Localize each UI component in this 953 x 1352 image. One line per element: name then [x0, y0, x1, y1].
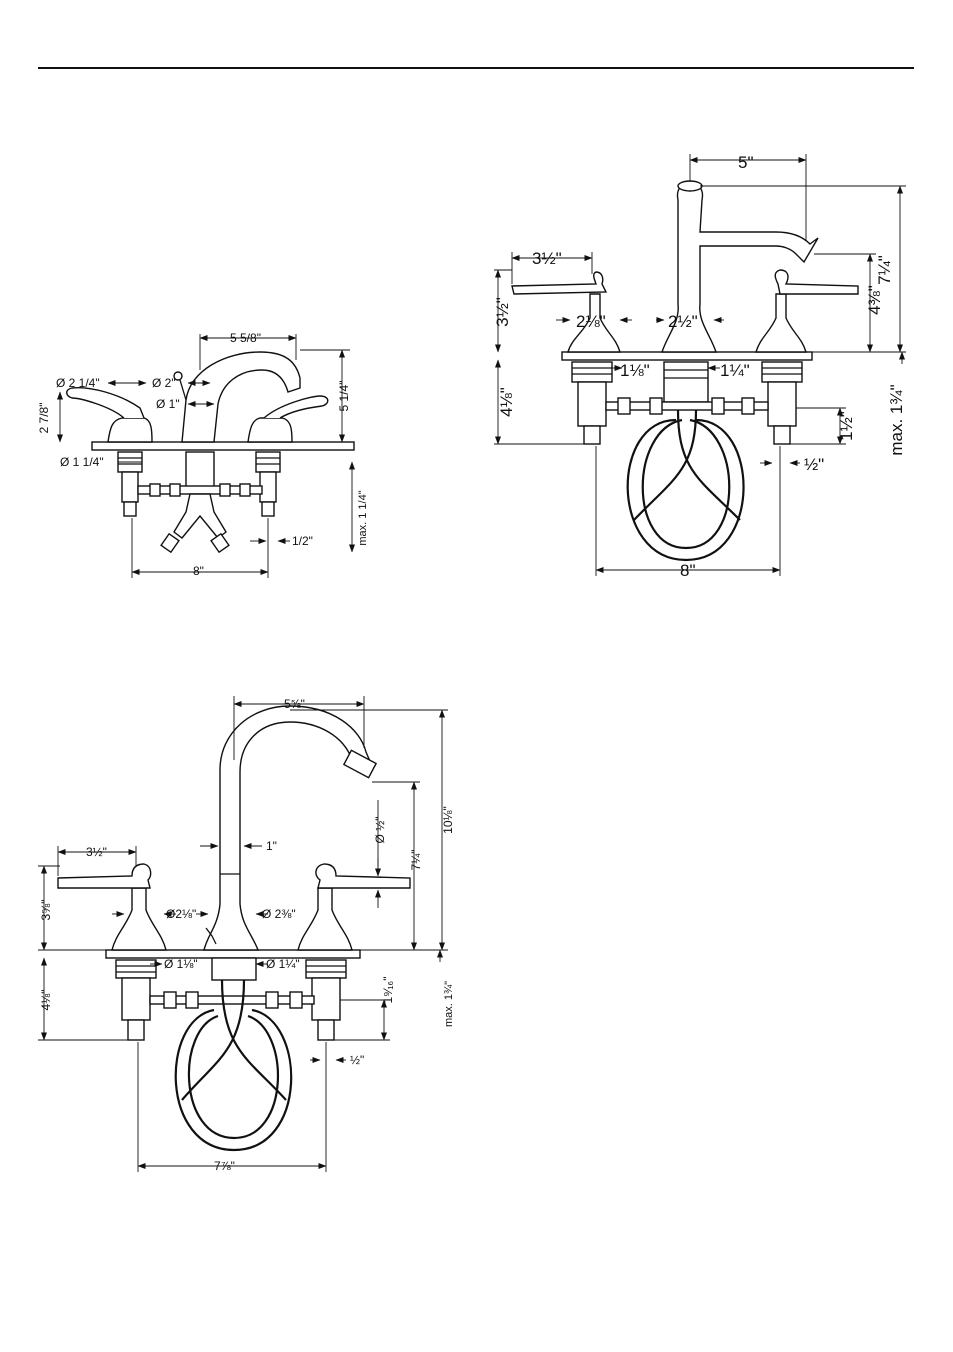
fig1-d-spout-neck: Ø 1": [156, 397, 180, 411]
fig1-spout-height: 5 1/4": [337, 381, 351, 412]
fig2-thread-len: ½": [804, 455, 824, 474]
fig3-aerator-d: Ø ½": [373, 817, 387, 844]
fig1-max-deck: max. 1 1/4": [357, 490, 369, 545]
fig3-outlet-height: 7¼": [409, 850, 423, 871]
deck-plate: [92, 442, 354, 450]
fig2-spout-reach: 5": [738, 153, 754, 172]
fig3-d-shank-spout: Ø 1¼": [266, 957, 300, 971]
fig2-outlet-height: 4⅜": [865, 285, 884, 315]
fig3-thread-len: ½": [350, 1053, 364, 1067]
fig3-max-deck: max. 1¾": [443, 981, 455, 1027]
fig1-d-shank: Ø 1 1/4": [60, 455, 104, 469]
fig3-handle-reach: 3½": [86, 845, 107, 859]
fig3-spout-reach: 5⅝": [284, 697, 305, 711]
fig3-d-spout: Ø 2⅜": [262, 907, 296, 921]
fig2-connection-len: 1½": [837, 411, 856, 441]
fig2-d-handle: 2⅛": [576, 312, 606, 331]
fig1-shank-len: 1/2": [292, 534, 313, 548]
fig1-spout-reach: 5 5/8": [230, 331, 261, 345]
fig2-valve-depth: 4⅛": [497, 387, 516, 417]
deck-plate: [562, 352, 812, 360]
fig3-d-handle: Ø2⅛": [166, 907, 196, 921]
fig2-handle-reach: 3½": [532, 249, 562, 268]
fig1-spread: 8": [193, 564, 204, 578]
fig3-handle-height: 3⅝": [39, 900, 53, 921]
fig3-connection-len: 1⁹⁄₁₆": [381, 977, 395, 1004]
fig3-total-height: 10⅛": [441, 806, 455, 834]
fig2-handle-height: 3½": [493, 297, 512, 327]
fig2-total-height: 7¼": [875, 255, 894, 285]
fig3-spread: 7⅞": [214, 1159, 235, 1173]
fig2-d-spout: 2½": [668, 312, 698, 331]
figure-2-faucet-drawing: [494, 154, 906, 576]
fig2-d-shank-spout: 1¼": [720, 361, 750, 380]
fig3-valve-depth: 4⅛": [39, 990, 53, 1011]
fig2-spread: 8": [680, 561, 696, 580]
figure-3-faucet-drawing: [38, 696, 448, 1172]
fig2-max-deck: max. 1¾": [887, 384, 906, 455]
fig3-d-shank-handle: Ø 1⅛": [164, 957, 198, 971]
fig3-neck-d: 1": [266, 839, 277, 853]
fig1-handle-height: 2 7/8": [37, 403, 51, 434]
deck-plate: [106, 950, 360, 958]
fig2-d-shank-handle: 1⅛": [620, 361, 650, 380]
fig1-d-handle-base: Ø 2 1/4": [56, 376, 100, 390]
fig1-d-spout-base: Ø 2": [152, 376, 176, 390]
